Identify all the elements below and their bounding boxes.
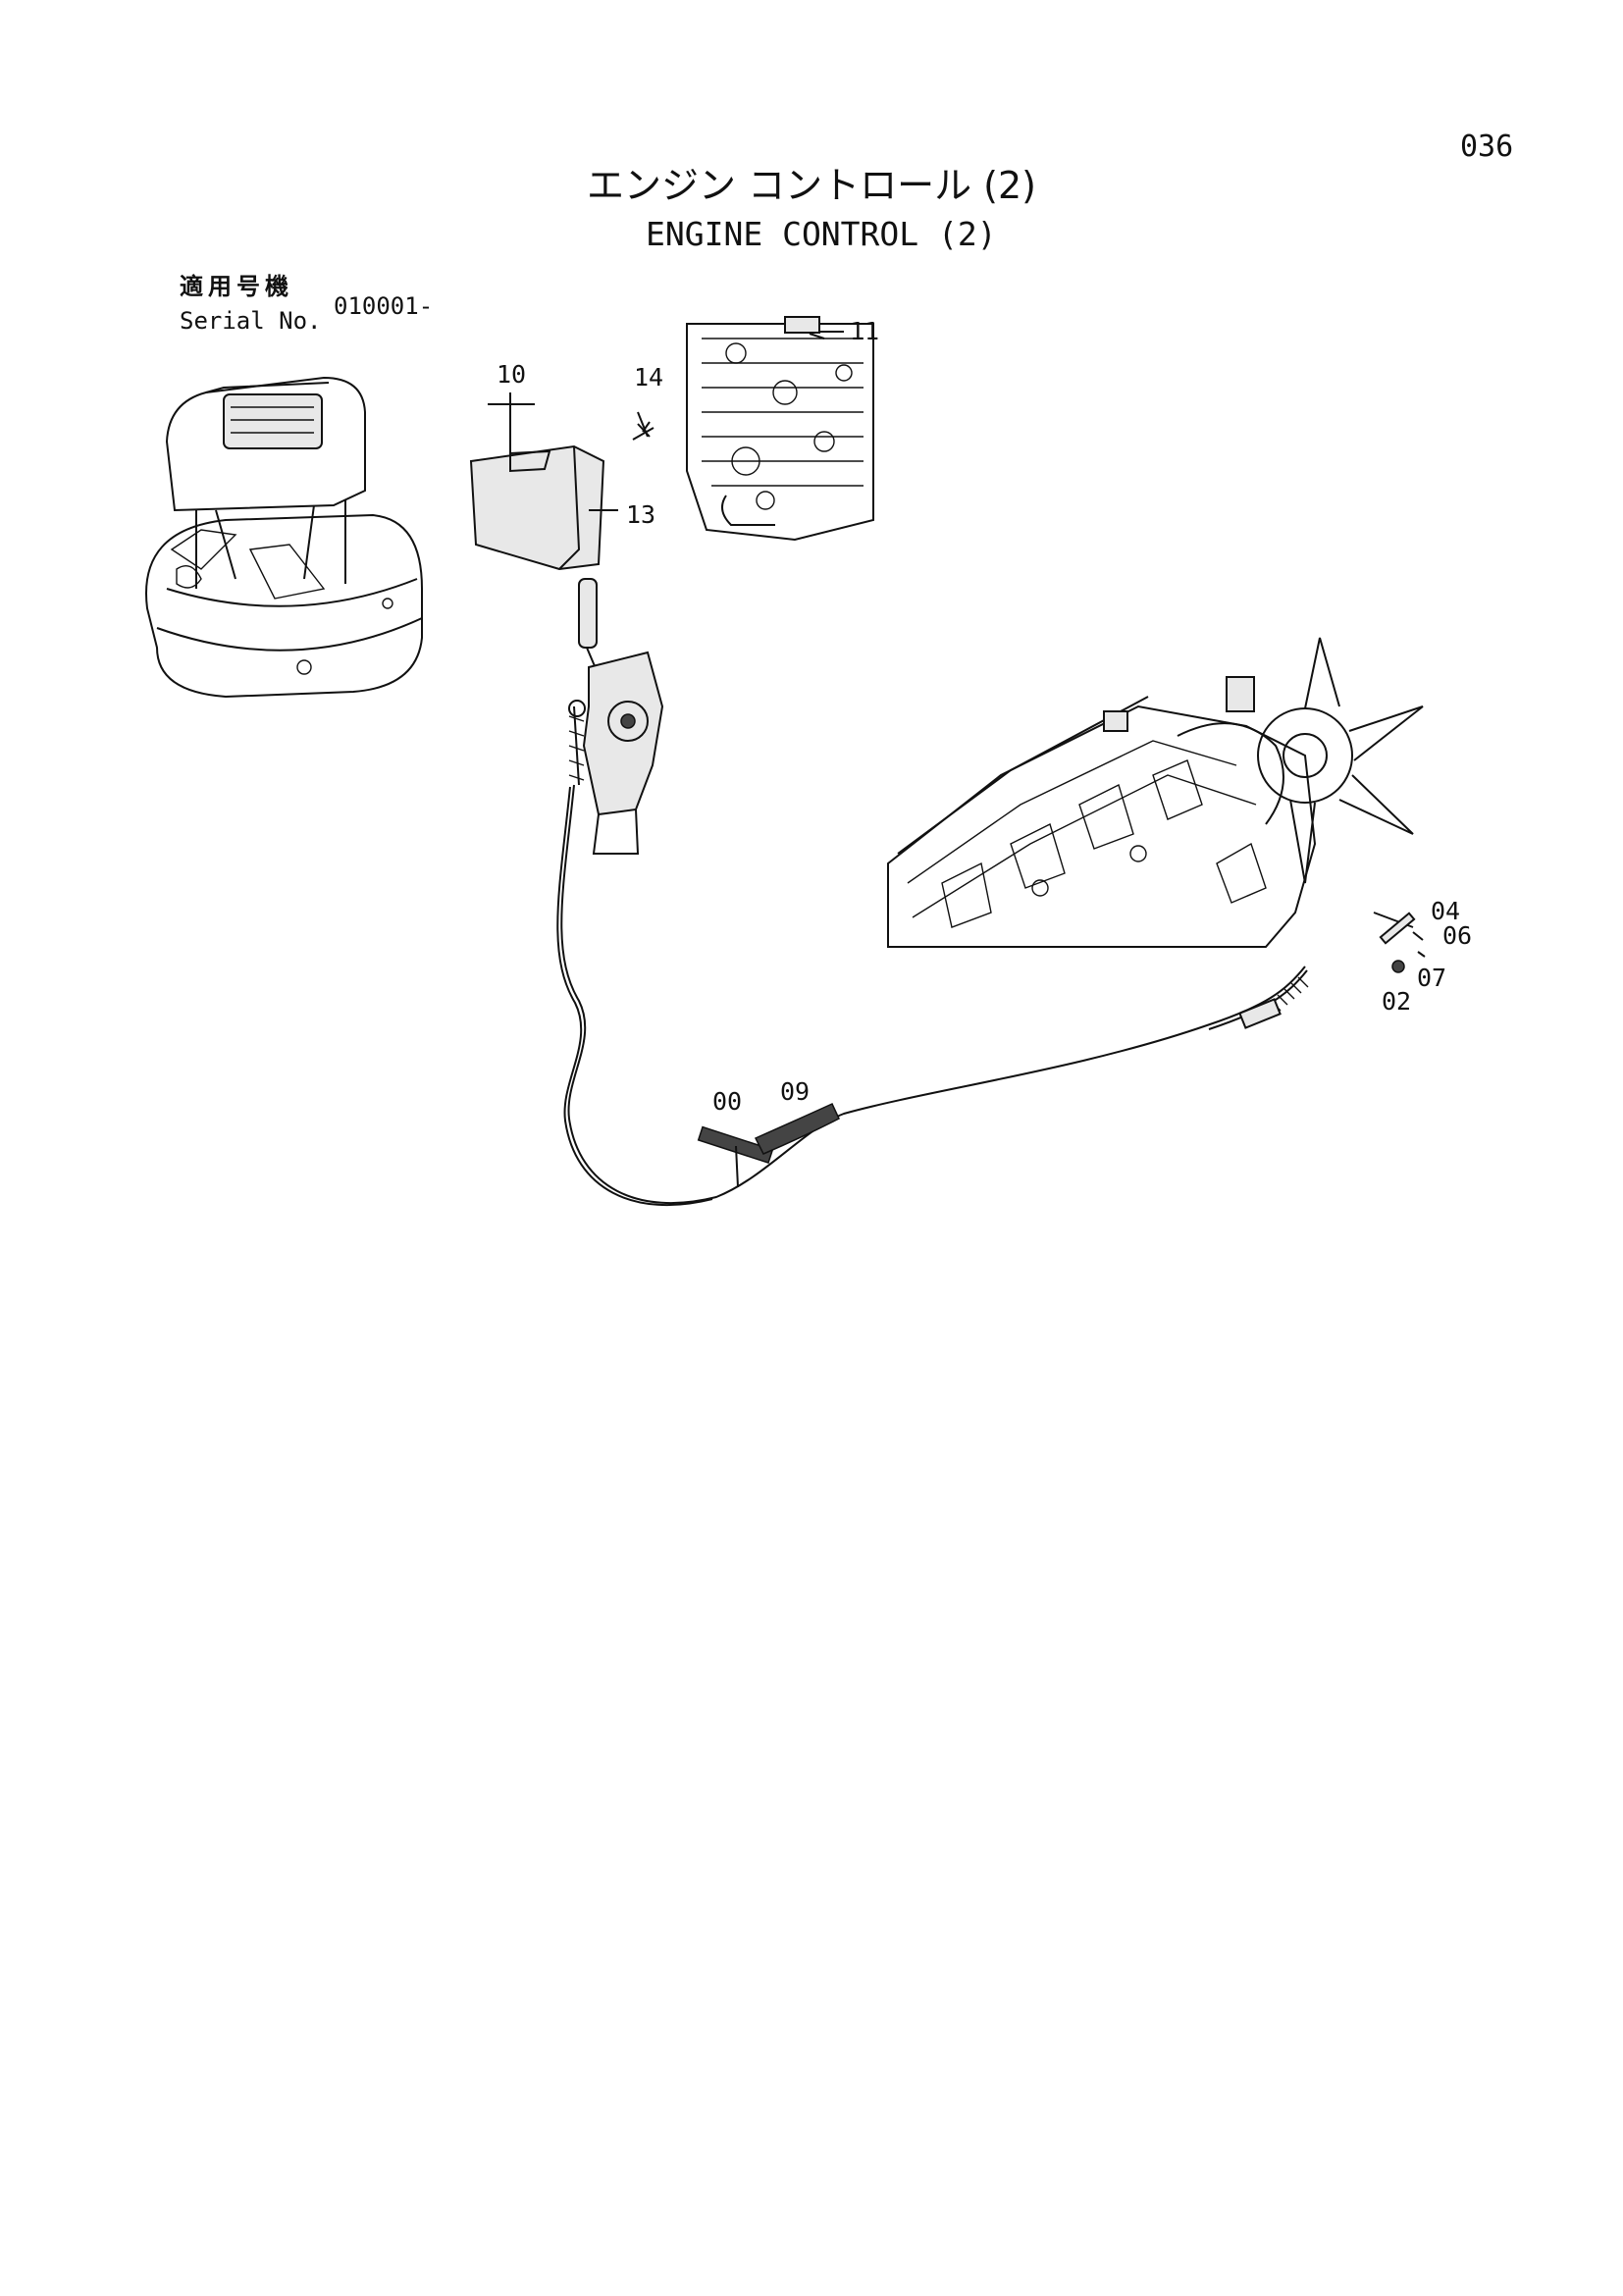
serial-number-value: 010001- xyxy=(334,292,434,320)
control-valve-illustration xyxy=(686,316,874,542)
callout-09: 09 xyxy=(780,1077,810,1106)
callout-11: 11 xyxy=(850,317,879,345)
callout-10: 10 xyxy=(497,360,526,389)
callout-02: 02 xyxy=(1382,987,1411,1016)
throttle-lever-assembly xyxy=(568,578,664,855)
callout-00: 00 xyxy=(712,1087,742,1116)
callout-06: 06 xyxy=(1442,921,1472,950)
console-cover-part xyxy=(469,392,654,571)
serial-label-japanese: 適用号機 xyxy=(180,273,293,300)
title-japanese: エンジン コントロール (2) xyxy=(587,164,1036,207)
callout-labels: 10 14 11 13 04 06 07 02 00 09 xyxy=(497,317,1472,1116)
machine-overview-illustration xyxy=(145,376,423,699)
callout-14: 14 xyxy=(634,363,663,391)
serial-label-english: Serial No. xyxy=(180,307,322,335)
callout-04: 04 xyxy=(1431,897,1460,925)
callout-07: 07 xyxy=(1417,964,1446,992)
throttle-cable xyxy=(556,784,1309,1207)
callout-13: 13 xyxy=(626,500,655,529)
engine-illustration xyxy=(887,637,1426,973)
page-number: 036 xyxy=(1460,130,1514,164)
title-english: ENGINE CONTROL (2) xyxy=(646,215,997,253)
cable-clamp-and-sleeve xyxy=(697,1103,840,1188)
